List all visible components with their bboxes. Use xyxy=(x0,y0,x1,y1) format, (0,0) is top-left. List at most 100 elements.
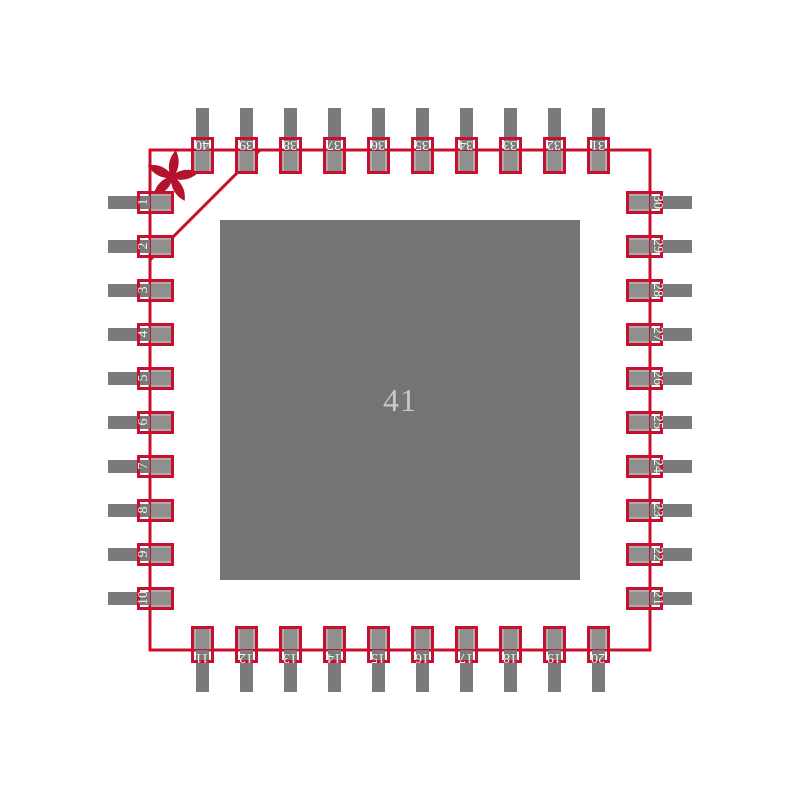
pin-number: 30 xyxy=(649,195,665,209)
pin-number: 20 xyxy=(591,649,605,665)
pin-pad-outline xyxy=(137,366,174,390)
pin-pad-outline xyxy=(137,190,174,214)
pin-lead-overlap xyxy=(327,628,341,649)
pin-lead-overlap xyxy=(151,547,172,561)
pin-number: 15 xyxy=(371,649,385,665)
pin-number: 26 xyxy=(649,371,665,385)
pin-lead-overlap xyxy=(628,239,649,253)
pin-pad-outline xyxy=(190,626,214,663)
pin-lead-overlap xyxy=(239,628,253,649)
pin-number: 13 xyxy=(283,649,297,665)
pin-pad-outline xyxy=(542,626,566,663)
pin-number: 9 xyxy=(135,550,151,558)
pin-number: 37 xyxy=(327,136,341,152)
pin-lead-overlap xyxy=(151,415,172,429)
pin-pad-outline xyxy=(137,278,174,302)
pin-pad-outline xyxy=(137,542,174,566)
pin-lead-overlap xyxy=(628,327,649,341)
pin-lead-overlap xyxy=(459,151,473,172)
pin-lead-overlap xyxy=(195,628,209,649)
pin-pad-outline xyxy=(626,278,663,302)
pin-pad-outline xyxy=(454,626,478,663)
pin-number: 38 xyxy=(283,136,297,152)
pin-number: 5 xyxy=(135,374,151,382)
pin-pad-outline xyxy=(626,322,663,346)
pin-number: 33 xyxy=(503,136,517,152)
pin-lead-overlap xyxy=(151,371,172,385)
pin-lead-overlap xyxy=(151,591,172,605)
pin-lead-overlap xyxy=(628,371,649,385)
pin-pad-outline xyxy=(626,586,663,610)
pin-number: 8 xyxy=(135,506,151,514)
pin-lead-overlap xyxy=(628,415,649,429)
pin-lead-overlap xyxy=(195,151,209,172)
pin-lead-overlap xyxy=(547,628,561,649)
pin-lead-overlap xyxy=(547,151,561,172)
pin-pad-outline xyxy=(137,322,174,346)
thermal-pad-label: 41 xyxy=(383,381,417,418)
pin-number: 36 xyxy=(371,136,385,152)
pin-lead-overlap xyxy=(151,327,172,341)
pin-lead-overlap xyxy=(628,547,649,561)
pin-number: 11 xyxy=(195,649,209,665)
pin-number: 16 xyxy=(415,649,429,665)
pin-number: 17 xyxy=(459,649,473,665)
pin-pad-outline xyxy=(190,137,214,174)
pin-pad-outline xyxy=(626,410,663,434)
pin-pad-outline xyxy=(626,542,663,566)
pin-number: 1 xyxy=(135,198,151,206)
pin-lead-overlap xyxy=(151,459,172,473)
pin-lead-overlap xyxy=(628,283,649,297)
pin-number: 14 xyxy=(327,649,341,665)
pin-number: 35 xyxy=(415,136,429,152)
pin-pad-outline xyxy=(366,626,390,663)
pin-pad-outline xyxy=(454,137,478,174)
pin-number: 31 xyxy=(591,136,605,152)
pin-pad-outline xyxy=(278,626,302,663)
pin-number: 32 xyxy=(547,136,561,152)
pin-lead-overlap xyxy=(591,151,605,172)
pin-number: 7 xyxy=(135,462,151,470)
pin-pad-outline xyxy=(366,137,390,174)
pin-pad-outline xyxy=(137,454,174,478)
pin-pad-outline xyxy=(137,410,174,434)
pin-pad-outline xyxy=(234,137,258,174)
pin-pad-outline xyxy=(278,137,302,174)
pin-pad-outline xyxy=(137,586,174,610)
pin-number: 34 xyxy=(459,136,473,152)
pin-number: 29 xyxy=(649,239,665,253)
pin-number: 6 xyxy=(135,418,151,426)
pin-lead-overlap xyxy=(151,503,172,517)
pin-number: 22 xyxy=(649,547,665,561)
pin-pad-outline xyxy=(626,190,663,214)
pin-lead-overlap xyxy=(503,628,517,649)
pin-pad-outline xyxy=(498,626,522,663)
pin-number: 2 xyxy=(135,242,151,250)
pin-number: 39 xyxy=(239,136,253,152)
pin-number: 10 xyxy=(135,591,151,605)
pin-number: 27 xyxy=(649,327,665,341)
pin-number: 21 xyxy=(649,591,665,605)
pin-pad-outline xyxy=(322,626,346,663)
pin-number: 40 xyxy=(195,136,209,152)
pin-pad-outline xyxy=(586,626,610,663)
pin-number: 18 xyxy=(503,649,517,665)
pin-pad-outline xyxy=(137,498,174,522)
pin-lead-overlap xyxy=(628,195,649,209)
pin-pad-outline xyxy=(498,137,522,174)
pin-number: 3 xyxy=(135,286,151,294)
pin-pad-outline xyxy=(542,137,566,174)
thermal-pad: 41 xyxy=(220,220,580,580)
pin-lead-overlap xyxy=(459,628,473,649)
pin-lead-overlap xyxy=(151,239,172,253)
pin-lead-overlap xyxy=(503,151,517,172)
pin-lead-overlap xyxy=(415,628,429,649)
pin-pad-outline xyxy=(626,234,663,258)
pin-number: 25 xyxy=(649,415,665,429)
pin-lead-overlap xyxy=(371,628,385,649)
pin-lead-overlap xyxy=(371,151,385,172)
pin-pad-outline xyxy=(234,626,258,663)
pin-lead-overlap xyxy=(151,195,172,209)
pin-pad-outline xyxy=(137,234,174,258)
pin-pad-outline xyxy=(626,366,663,390)
